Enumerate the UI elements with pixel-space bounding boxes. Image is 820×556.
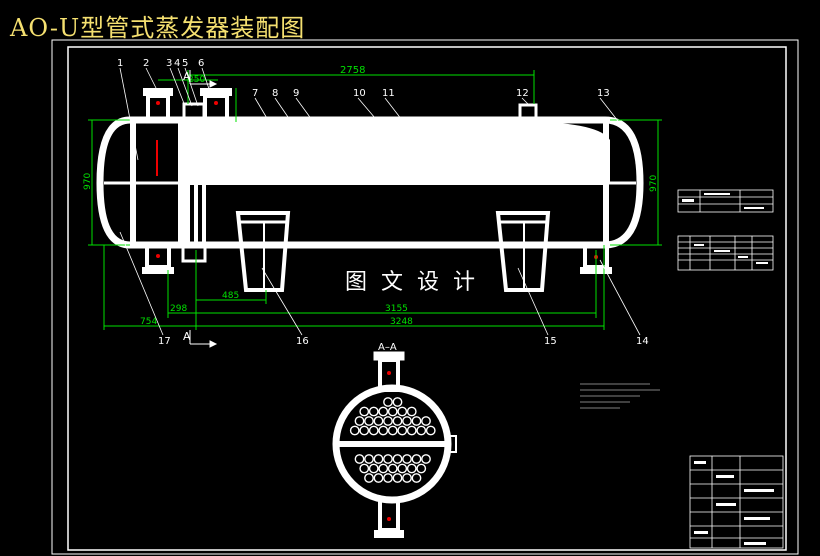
- nozzle-top-right: [518, 103, 538, 122]
- cut-label-bottom: A: [183, 330, 191, 343]
- tube: [411, 416, 422, 426]
- outer-frame: [51, 39, 799, 555]
- dim-485: 485: [222, 291, 239, 301]
- dim-250: 250: [188, 75, 205, 85]
- tube: [354, 416, 365, 426]
- tube: [364, 416, 374, 426]
- tube: [397, 406, 408, 417]
- nozzle-small-top: [182, 102, 206, 122]
- tube: [359, 463, 370, 474]
- dim-970-left: 970: [83, 173, 93, 190]
- callout-6: 6: [198, 58, 204, 69]
- drawing-title: AO-U型管式蒸发器装配图: [10, 14, 306, 42]
- callout-2: 2: [143, 58, 149, 69]
- nozzle-table: [677, 189, 774, 213]
- nozzle-top-left: [143, 88, 173, 122]
- tube: [359, 425, 370, 436]
- callout-10: 10: [353, 88, 366, 99]
- callout-15: 15: [544, 336, 557, 347]
- tube: [411, 454, 422, 464]
- callout-7: 7: [252, 88, 258, 99]
- tube: [387, 406, 398, 417]
- title-block-fill: [694, 461, 774, 545]
- tube: [373, 454, 384, 464]
- section-view: [332, 351, 457, 538]
- dim-754: 754: [140, 317, 157, 327]
- tube: [378, 425, 389, 436]
- callout-11: 11: [382, 88, 395, 99]
- tube: [383, 397, 393, 407]
- tube: [411, 473, 422, 483]
- tube: [387, 425, 398, 436]
- callout-5: 5: [182, 58, 188, 69]
- saddle-right: [495, 211, 551, 292]
- tube: [397, 425, 408, 436]
- tube: [387, 463, 398, 474]
- tube: [378, 406, 389, 417]
- dim-3155: 3155: [385, 304, 408, 314]
- technical-notes: [580, 383, 660, 409]
- tube: [354, 454, 365, 464]
- tube: [402, 454, 412, 464]
- tube: [406, 406, 417, 417]
- tube-bundle: [349, 397, 436, 483]
- callout-3: 3: [166, 58, 172, 69]
- tube: [406, 425, 417, 436]
- tube: [368, 406, 379, 417]
- watermark: 图文设计: [345, 270, 490, 295]
- tube: [349, 425, 360, 436]
- section-label: A–A: [378, 342, 397, 353]
- callout-4: 4: [174, 58, 180, 69]
- dim-2758: 2758: [340, 65, 365, 76]
- tube: [421, 454, 431, 464]
- callout-14: 14: [636, 336, 649, 347]
- tube: [402, 473, 412, 483]
- tube: [392, 416, 403, 426]
- tube: [392, 454, 403, 464]
- callout-8: 8: [272, 88, 278, 99]
- tube: [373, 473, 384, 483]
- dim-298: 298: [170, 304, 187, 314]
- dim-3248: 3248: [390, 317, 413, 327]
- tube: [368, 463, 379, 474]
- dimension-lines: [88, 70, 662, 330]
- nozzle-bottom-left: [142, 243, 174, 274]
- cut-label-top: A: [183, 70, 191, 83]
- section-cut-marker: [189, 70, 218, 348]
- tube: [402, 416, 412, 426]
- tube: [364, 473, 374, 483]
- table-fill: [682, 193, 768, 264]
- saddle-left: [235, 211, 291, 292]
- tube: [359, 406, 370, 417]
- tube: [383, 416, 393, 426]
- tube: [397, 463, 408, 474]
- specs-table: [677, 235, 774, 271]
- tube: [425, 425, 436, 436]
- vessel-shell: [96, 116, 644, 249]
- callout-16: 16: [296, 336, 309, 347]
- callout-13: 13: [597, 88, 610, 99]
- tube: [406, 463, 417, 474]
- callout-12: 12: [516, 88, 529, 99]
- tube: [364, 454, 374, 464]
- callout-1: 1: [117, 58, 123, 69]
- tube: [373, 416, 384, 426]
- dim-970-right: 970: [649, 175, 659, 192]
- tube: [368, 425, 379, 436]
- title-block: [689, 455, 784, 549]
- inner-frame: [67, 46, 787, 551]
- callout-17: 17: [158, 336, 171, 347]
- tube: [392, 397, 403, 407]
- tube: [416, 463, 427, 474]
- tube: [421, 416, 431, 426]
- leader-lines: [119, 67, 641, 336]
- tube: [378, 463, 389, 474]
- tube: [383, 473, 393, 483]
- nozzle-bottom-mid: [181, 243, 207, 263]
- tube: [392, 473, 403, 483]
- tube: [416, 425, 427, 436]
- tube: [383, 454, 393, 464]
- callout-9: 9: [293, 88, 299, 99]
